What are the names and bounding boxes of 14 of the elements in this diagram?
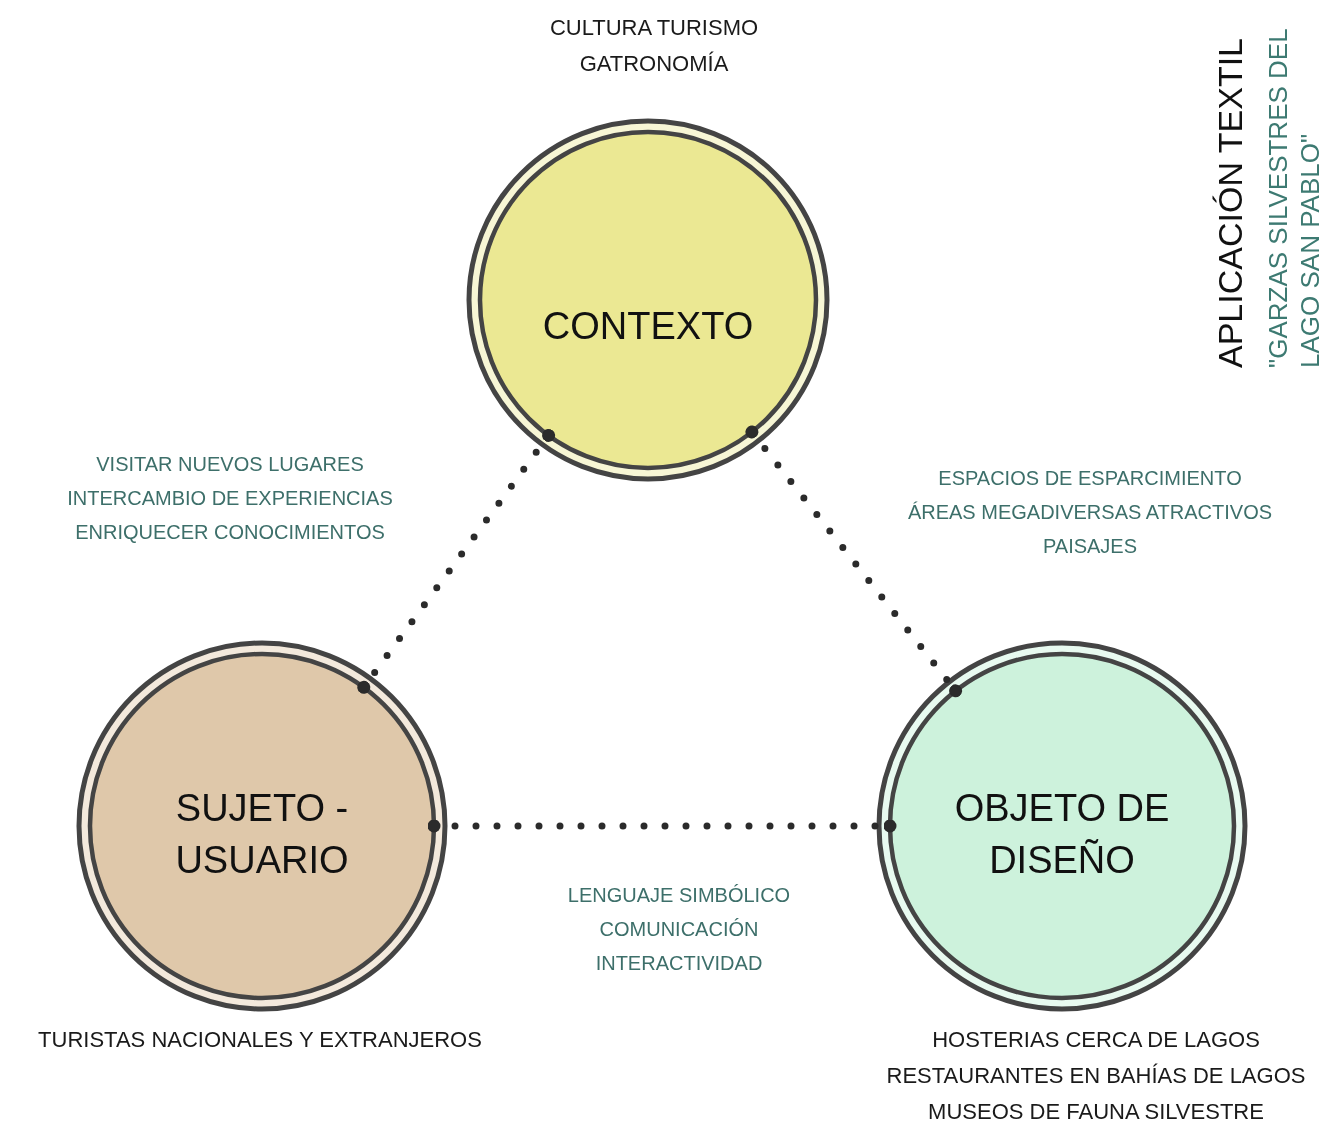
dotted-connector [427, 819, 897, 833]
circle-node [76, 640, 448, 1012]
node-caption: TURISTAS NACIONALES Y EXTRANJEROS [37, 1026, 483, 1054]
node-caption: HOSTERIAS CERCA DE LAGOS RESTAURANTES EN BAHÍAS DE LAGOS MUSEOS DE FAUNA SILVESTRE [885, 1026, 1307, 1125]
node-title: CONTEXTO [541, 304, 755, 349]
circle-node [876, 640, 1248, 1012]
node-title: OBJETO DE DISEÑO [953, 786, 1171, 883]
node-title: SUJETO - USUARIO [174, 786, 350, 883]
node-caption: CULTURA TURISMO GATRONOMÍA [548, 14, 760, 78]
vertical-subtitle: "GARZAS SILVESTRES DEL LAGO SAN PABLO" [1262, 28, 1326, 368]
circle-node [466, 118, 830, 482]
dotted-connector [745, 425, 963, 698]
dotted-connector [357, 428, 556, 694]
vertical-title: APLICACIÓN TEXTIL [1210, 36, 1250, 368]
